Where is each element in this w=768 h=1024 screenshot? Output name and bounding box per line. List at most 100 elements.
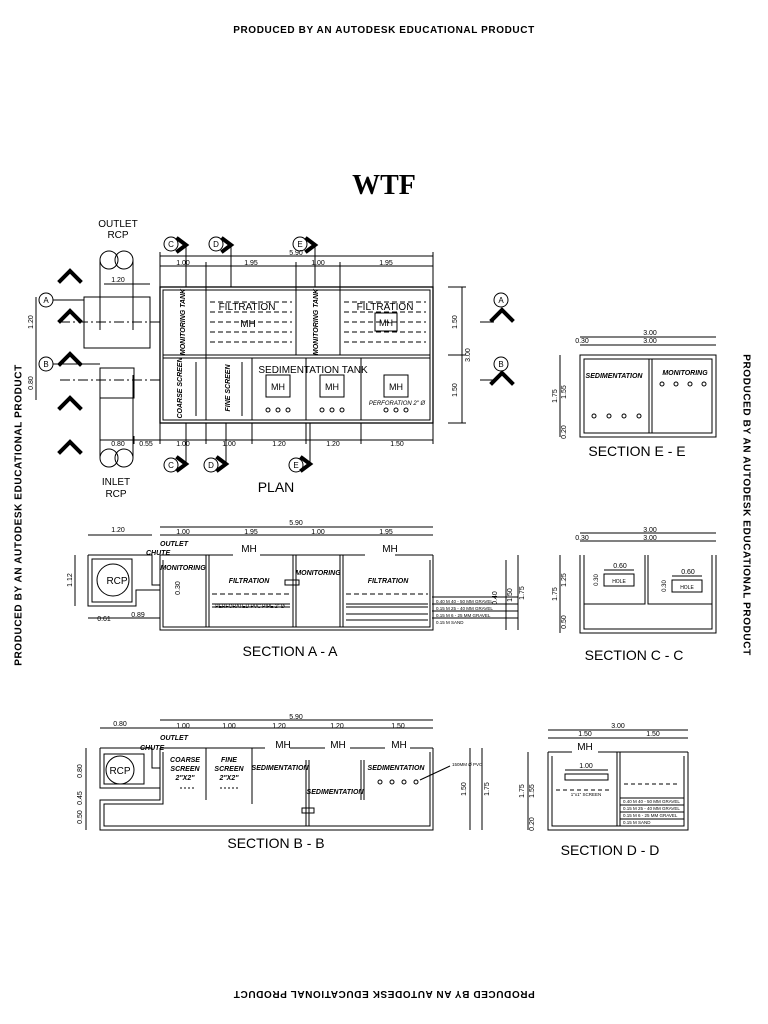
plan-filtration-2: FILTRATION <box>357 302 414 313</box>
bb-rcp: RCP <box>109 766 130 777</box>
mark-c-bottom: C <box>168 461 174 470</box>
dd-dim-5: 1.75 <box>519 784 526 798</box>
aa-dim-right-1: 0.40 <box>492 591 499 605</box>
cc-hole-1: HOLE <box>612 579 626 585</box>
section-dd: 3.00 1.50 1.50 MH 1.00 1"x1" SCREEN 0.40… <box>519 723 689 858</box>
plan-dim-right-1: 1.50 <box>452 315 459 329</box>
dd-layer-3: 0.15 M 6 - 25 MM GRAVEL <box>623 813 678 818</box>
ee-caption: SECTION E - E <box>588 443 685 459</box>
mark-b-right: B <box>498 360 503 369</box>
plan-manhole-box-3 <box>319 374 345 398</box>
bb-coarse-3: 2"X2" <box>174 775 195 782</box>
aa-layer-2: 0.15 M 25 - 40 MM GRAVEL <box>436 606 493 611</box>
bb-dim-3: 1.00 <box>222 723 236 730</box>
dd-mh: MH <box>577 742 593 753</box>
mark-e-bottom: E <box>293 461 298 470</box>
aa-dim-5: 1.95 <box>379 529 393 536</box>
plan-view: OUTLET RCP INLET RCP FILTRATION FILTRATI… <box>28 219 515 500</box>
aa-dim-left-2: 0.30 <box>175 581 182 595</box>
plan-dim-right-2: 1.50 <box>452 383 459 397</box>
bb-caption: SECTION B - B <box>227 835 324 851</box>
mark-b-left: B <box>43 360 48 369</box>
plan-dim-bottom-1: 0.80 <box>111 441 125 448</box>
aa-dim-left-4: 0.89 <box>131 612 145 619</box>
bb-sedimentation-3: SEDIMENTATION <box>368 765 426 772</box>
plan-inlet-label-1: INLET <box>102 477 130 488</box>
bb-dim-5: 1.20 <box>330 723 344 730</box>
plan-dim-top-total: 5.90 <box>289 250 303 257</box>
aa-layer-4: 0.15 M SAND <box>436 620 464 625</box>
bb-chute: CHUTE <box>140 745 164 752</box>
section-aa: 5.90 1.20 1.00 1.95 1.00 1.95 RCP OUTLET… <box>67 520 526 659</box>
mark-e-top: E <box>297 240 302 249</box>
aa-layer-1: 0.40 M 40 - 50 MM GRAVEL <box>436 599 493 604</box>
filtration-hatch <box>210 301 426 343</box>
inlet-pipe <box>99 375 134 468</box>
bb-dim-left-3: 0.50 <box>77 810 84 824</box>
aa-chute: CHUTE <box>146 550 170 557</box>
ee-monitoring: MONITORING <box>662 370 708 377</box>
aa-dim-2: 1.00 <box>176 529 190 536</box>
mark-a-left: A <box>43 296 49 305</box>
watermark-top: PRODUCED BY AN AUTODESK EDUCATIONAL PROD… <box>233 25 535 36</box>
section-bb: 5.90 0.80 1.00 1.00 1.20 1.20 1.50 RCP O… <box>77 714 491 851</box>
cc-dim-8: 0.30 <box>594 574 600 586</box>
plan-dim-left-1: 1.20 <box>28 315 35 329</box>
aa-dim-left-3: 0.61 <box>97 616 111 623</box>
bb-sedimentation-2: SEDIMENTATION <box>307 789 365 796</box>
plan-fine-screen: FINE SCREEN <box>225 364 232 412</box>
plan-dim-top-3: 1.00 <box>311 260 325 267</box>
plan-dim-bottom-5: 1.20 <box>272 441 286 448</box>
aa-monitoring-2: MONITORING <box>295 570 341 577</box>
plan-monitoring-1: MONITORING TANK <box>180 288 187 355</box>
plan-dim-top-2: 1.95 <box>244 260 258 267</box>
bb-fine-3: 2"X2" <box>218 775 239 782</box>
cc-dim-10: 0.50 <box>561 615 568 629</box>
aa-dim-3: 1.95 <box>244 529 258 536</box>
inlet-chute-box <box>99 367 135 399</box>
dd-dim-2: 1.50 <box>578 731 592 738</box>
cc-dim-3: 0.30 <box>575 535 589 542</box>
plan-sedimentation-tank: SEDIMENTATION TANK <box>258 365 368 376</box>
plan-dim-bottom-2: 0.55 <box>139 441 153 448</box>
aa-perforated-pipe: PERFORATED PVC PIPE 2" Ø <box>215 604 285 610</box>
cc-dim-1: 3.00 <box>643 527 657 534</box>
dd-dim-4: 1.00 <box>579 763 593 770</box>
plan-monitoring-2: MONITORING TANK <box>313 288 320 355</box>
cc-dim-5: 0.60 <box>681 569 695 576</box>
plan-outlet-label-2: RCP <box>107 230 128 241</box>
plan-perforation-note: PERFORATION 2" Ø <box>369 401 426 407</box>
aa-rcp: RCP <box>106 576 127 587</box>
plan-perforations <box>265 407 409 413</box>
plan-dim-bottom-6: 1.20 <box>326 441 340 448</box>
bb-dim-6: 1.50 <box>391 723 405 730</box>
aa-mh-2: MH <box>382 544 398 555</box>
plan-manhole-box-1 <box>374 312 398 332</box>
plan-dim-left-2: 0.80 <box>28 376 35 390</box>
ee-dim-4: 1.75 <box>552 389 559 403</box>
aa-dim-left-1: 1.12 <box>67 573 74 587</box>
dd-screen: 1"x1" SCREEN <box>571 792 601 797</box>
dd-layer-4: 0.15 M SAND <box>623 820 651 825</box>
plan-dim-bottom-7: 1.50 <box>390 441 404 448</box>
plan-dim-top-1: 1.00 <box>176 260 190 267</box>
plan-mh-5: MH <box>389 382 403 392</box>
aa-dim-right-2: 1.50 <box>507 588 514 602</box>
cc-dim-2: 3.00 <box>643 535 657 542</box>
outlet-pipe <box>99 250 134 330</box>
plan-dim-right-total: 3.00 <box>465 348 472 362</box>
aa-monitoring-1: MONITORING <box>160 565 206 572</box>
aa-layer-3: 0.15 M 6 - 25 MM GRAVEL <box>436 613 491 618</box>
bb-dim-left-1: 0.80 <box>77 764 84 778</box>
plan-mh-2: MH <box>379 318 393 328</box>
cc-caption: SECTION C - C <box>585 647 684 663</box>
dd-dim-1: 3.00 <box>611 723 625 730</box>
dd-dim-3: 1.50 <box>646 731 660 738</box>
mark-c-top: C <box>168 240 174 249</box>
bb-dim-left-2: 0.45 <box>77 791 84 805</box>
plan-dim-bottom-3: 1.00 <box>176 441 190 448</box>
bb-dim-2: 1.00 <box>176 723 190 730</box>
ee-dim-2: 3.00 <box>643 338 657 345</box>
cc-dim-6: 1.75 <box>552 587 559 601</box>
